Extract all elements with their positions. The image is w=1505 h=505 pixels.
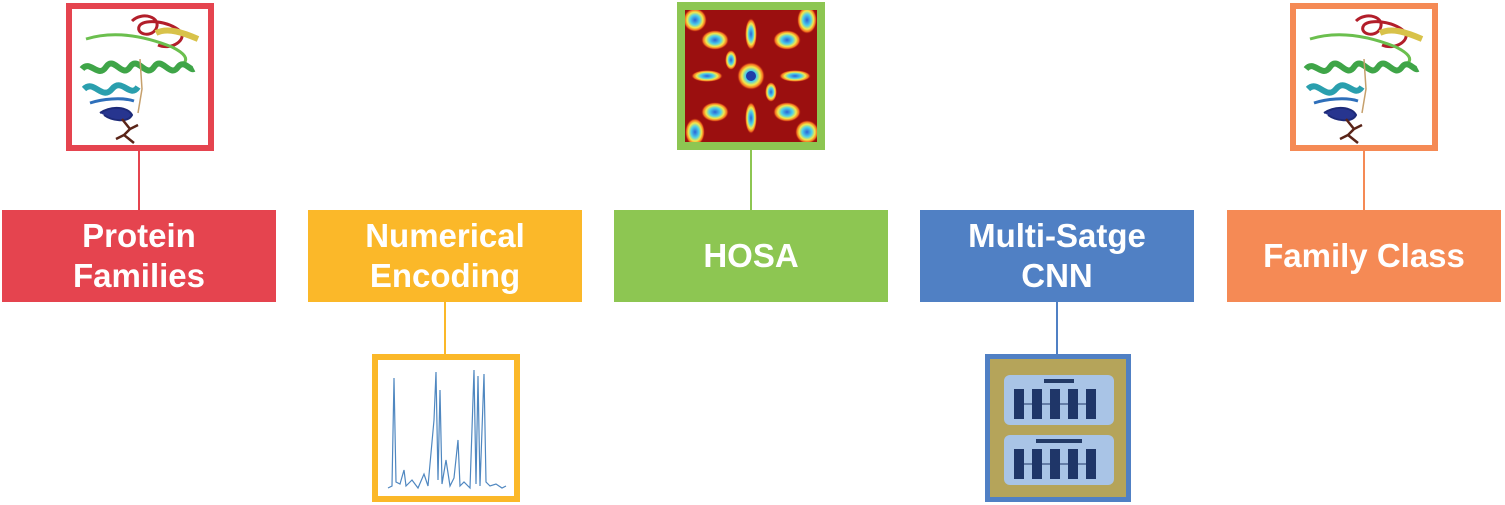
stage-label-line: Family Class — [1263, 237, 1465, 274]
stage-label-line: Protein — [82, 217, 196, 254]
stage-label-line: HOSA — [703, 237, 799, 274]
bispectrum-heatmap-icon — [677, 2, 825, 150]
stage-label-line: CNN — [1021, 257, 1093, 294]
stage-label-line: Families — [72, 257, 206, 294]
stage-numerical-encoding: Numerical Encoding — [308, 210, 582, 302]
connector-numerical-encoding — [444, 302, 446, 354]
cnn-architecture-icon — [985, 354, 1131, 502]
protein-structure-icon — [66, 3, 214, 151]
stage-label-line: Encoding — [369, 257, 521, 294]
stage-label-line: Numerical — [365, 217, 525, 254]
connector-family-class — [1363, 150, 1365, 210]
stage-multi-stage-cnn: Multi-Satge CNN — [920, 210, 1194, 302]
protein-structure-icon — [1290, 3, 1438, 151]
connector-multi-stage-cnn — [1056, 302, 1058, 354]
stage-family-class: Family Class — [1227, 210, 1501, 302]
connector-protein-families — [138, 150, 140, 210]
connector-hosa — [750, 150, 752, 210]
signal-plot-icon — [372, 354, 520, 502]
stage-label-line: Multi-Satge — [968, 217, 1146, 254]
stage-hosa: HOSA — [614, 210, 888, 302]
stage-protein-families: Protein Families — [2, 210, 276, 302]
